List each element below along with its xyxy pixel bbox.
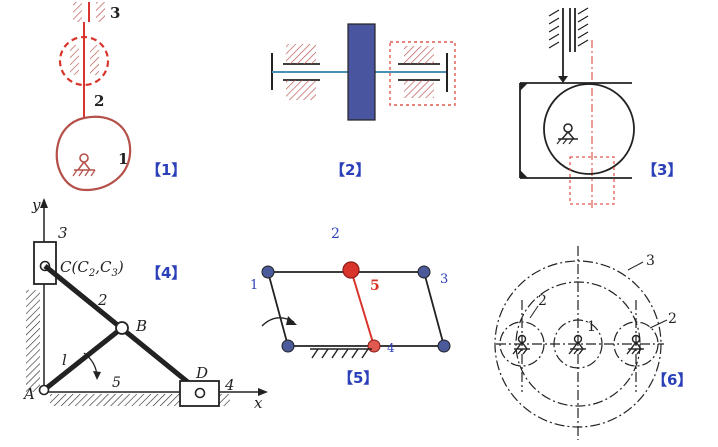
- fig3-eccentric-disc: [543, 83, 635, 175]
- fig1-label-2: 2: [94, 92, 104, 110]
- fig4-label-C: C(C2,C3): [60, 258, 124, 279]
- figure-2-shaft-bearings: 【2】: [271, 23, 456, 179]
- fig5-label-1: 1: [250, 278, 258, 293]
- fig4-rotation-arrow: [93, 371, 101, 380]
- fig5-tag: 【5】: [338, 369, 378, 387]
- fig5-joint-left-bottom: [281, 339, 295, 353]
- fig6-label-2-right: 2: [668, 311, 677, 327]
- fig4-wall-hatch: [26, 290, 40, 392]
- fig3-disc-pivot: [556, 123, 578, 145]
- fig4-joint-A: [38, 384, 50, 396]
- fig5-link-5: [350, 269, 375, 347]
- fig4-joint-B: [115, 321, 129, 335]
- fig4-label-D: D: [195, 364, 208, 382]
- fig4-label-3: 3: [58, 224, 68, 242]
- fig1-lower-guide: [70, 45, 99, 75]
- fig3-highlight-box: [569, 156, 615, 205]
- fig3-tag: 【3】: [642, 161, 682, 179]
- fig1-tag: 【1】: [146, 161, 186, 179]
- fig2-disc: [347, 23, 376, 121]
- fig1-label-3: 3: [110, 4, 120, 22]
- fig3-follower-frame: [519, 76, 632, 179]
- fig4-label-l: l: [62, 351, 67, 369]
- fig5-label-5: 5: [370, 278, 380, 294]
- fig5-label-4: 4: [387, 341, 395, 355]
- fig6-leader-2-left: [529, 305, 539, 319]
- figure-3-eccentric-cam: 【3】: [519, 7, 682, 210]
- fig5-joint-left-top: [261, 265, 275, 279]
- figure-4-slider-linkage: y x 3 C(C2,C3) 2 B l 5 A D 4 【4】: [22, 196, 268, 412]
- fig5-joint-link5-top: [342, 261, 360, 279]
- fig6-pivot-right: [626, 334, 644, 355]
- fig4-joint-D: [194, 387, 206, 399]
- fig2-tag: 【2】: [330, 161, 370, 179]
- figure-1-cam-follower: 3 2 1 【1】: [55, 2, 186, 192]
- fig4-label-4: 4: [224, 376, 235, 394]
- fig6-leader-2-right: [649, 319, 668, 329]
- fig5-rotation-arrow: [286, 316, 297, 325]
- fig1-label-1: 1: [118, 150, 128, 168]
- fig3-top-guide: [548, 7, 589, 76]
- fig4-label-5: 5: [112, 375, 121, 391]
- fig1-cam: [55, 115, 132, 192]
- fig4-crank-1: [42, 326, 124, 392]
- fig4-y-axis-label: y: [31, 196, 41, 214]
- fig6-leader-3: [627, 261, 644, 271]
- fig2-highlight-box: [389, 41, 456, 106]
- fig4-label-2: 2: [97, 291, 108, 309]
- fig2-left-bearing: [283, 44, 320, 100]
- fig5-label-3: 3: [440, 272, 448, 287]
- fig4-x-axis-label: x: [254, 394, 263, 412]
- fig6-label-2-left: 2: [538, 293, 547, 309]
- fig6-label-3: 3: [646, 253, 655, 269]
- fig6-label-1: 1: [587, 319, 596, 335]
- fig4-label-B: B: [135, 317, 147, 335]
- figure-5-parallel-linkage: 2 1 3 5 4 【5】: [250, 226, 451, 387]
- fig5-joint-right-top: [417, 265, 431, 279]
- fig1-top-guide: [73, 2, 105, 22]
- fig4-label-A: A: [22, 385, 35, 403]
- fig5-label-2: 2: [331, 226, 340, 242]
- fig4-tag: 【4】: [146, 264, 186, 282]
- fig1-cam-pivot: [72, 153, 96, 177]
- fig5-joint-link5-bottom: [367, 339, 381, 353]
- fig6-tag: 【6】: [652, 371, 692, 389]
- fig6-pivot-left: [512, 334, 530, 355]
- fig6-pivot-center: [568, 334, 586, 355]
- fig5-joint-right-bottom: [437, 339, 451, 353]
- fig5-ground-hatch: [310, 348, 372, 359]
- fig2-right-bearing: [398, 46, 440, 98]
- figure-6-planetary-gears: 3 2 1 2 【6】: [494, 246, 692, 440]
